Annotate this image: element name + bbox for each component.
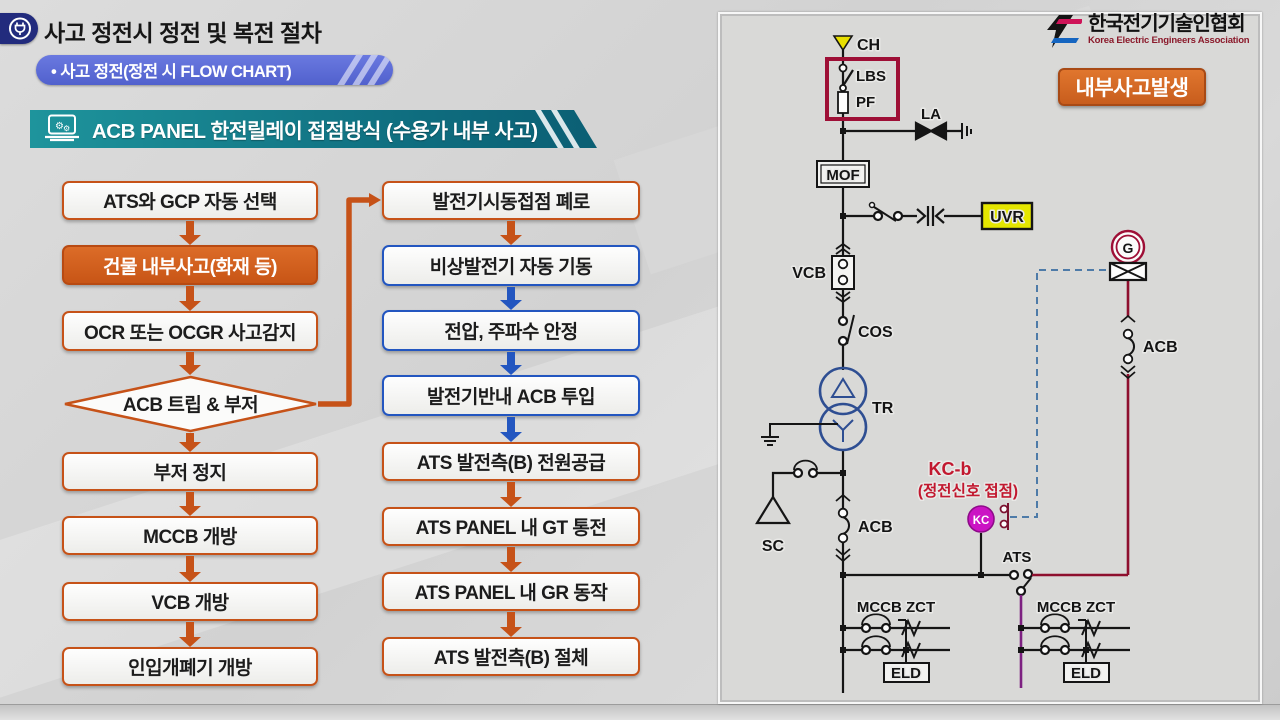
eld-right-box <box>1063 662 1110 683</box>
flow-box-ats-transfer: ATS 발전측(B) 절체 <box>382 637 640 676</box>
eld-left-label: ELD <box>891 665 921 682</box>
la-arrester-branch <box>843 121 972 141</box>
acb-main-symbol <box>835 493 851 563</box>
tr-transformer-symbol <box>818 366 868 452</box>
uvr-branch <box>843 201 1034 231</box>
kcb-desc-label: (정전신호 접점) <box>918 481 1018 500</box>
flow-arrow <box>500 221 522 245</box>
acb-gen-label: ACB <box>1143 339 1178 356</box>
lbs-switch-symbol <box>838 63 854 92</box>
ch-cable-head-symbol <box>832 35 854 52</box>
title-plug-badge <box>0 13 38 44</box>
subtitle-text: • 사고 정전(정전 시 FLOW CHART) <box>51 63 292 81</box>
tr-label: TR <box>872 400 894 417</box>
generator-symbol: G <box>1110 229 1146 265</box>
flow-box-ats-gr: ATS PANEL 내 GR 동작 <box>382 572 640 611</box>
flow-box-buzzer-stop: 부저 정지 <box>62 452 318 491</box>
flow-arrow <box>500 417 522 442</box>
flow-arrow <box>179 556 201 582</box>
flow-arrow <box>179 221 201 245</box>
section-header-text: ACB PANEL 한전릴레이 접점방식 (수용가 내부 사고) <box>92 120 538 143</box>
junction-dots <box>840 128 1089 653</box>
diagram-panel <box>718 12 1262 704</box>
pf-fuse-symbol <box>837 91 849 114</box>
flow-arrow <box>500 352 522 375</box>
flow-box-mccb-open: MCCB 개방 <box>62 516 318 555</box>
flow-arrow <box>500 547 522 572</box>
flow-box-gen-acb-close: 발전기반내 ACB 투입 <box>382 375 640 416</box>
flow-arrow <box>179 352 201 375</box>
section-header-bar: ⚙ ⚙ ACB PANEL 한전릴레이 접점방식 (수용가 내부 사고) <box>30 110 597 148</box>
sc-label: SC <box>762 538 785 555</box>
plug-icon <box>9 17 31 40</box>
svg-text:⚙: ⚙ <box>63 124 70 133</box>
svg-text:⚙: ⚙ <box>55 121 64 132</box>
kcb-contact-symbol <box>999 503 1009 530</box>
flow-box-ats-gt: ATS PANEL 내 GT 통전 <box>382 507 640 546</box>
kc-coil-symbol: KC <box>967 505 995 533</box>
flow-connector <box>318 193 381 407</box>
eld-right-label: ELD <box>1071 665 1101 682</box>
flow-diamond-label: ACB 트립 & 부저 <box>123 394 258 416</box>
lbs-label: LBS <box>856 68 886 85</box>
internal-fault-alert: 내부사고발생 <box>1058 68 1206 106</box>
keea-logo-mark <box>1047 15 1082 48</box>
mccb-zct-right-label: MCCB ZCT <box>1037 599 1115 616</box>
keea-logo: 한국전기기술인협회 Korea Electric Engineers Assoc… <box>1042 13 1250 50</box>
flow-arrow <box>500 287 522 310</box>
flow-box-emergency-gen-start: 비상발전기 자동 기동 <box>382 245 640 286</box>
acb-main-label: ACB <box>858 519 893 536</box>
gen-control-box <box>1108 261 1148 282</box>
flow-box-ats-gcp: ATS와 GCP 자동 선택 <box>62 181 318 220</box>
flow-arrow <box>179 433 201 452</box>
tr-ground <box>761 423 838 446</box>
cos-label: COS <box>858 324 893 341</box>
ats-switch-symbol <box>1008 568 1034 597</box>
flow-arrow <box>500 612 522 637</box>
vcb-label: VCB <box>792 265 826 282</box>
logo-korean-text: 한국전기기술인협회 <box>1088 13 1246 35</box>
flow-box-internal-fault: 건물 내부사고(화재 등) <box>62 245 318 285</box>
flow-arrow <box>179 492 201 516</box>
lbs-pf-box <box>825 57 900 121</box>
gen-label: G <box>1123 240 1134 256</box>
flow-box-vcb-open: VCB 개방 <box>62 582 318 621</box>
sc-branch <box>755 459 843 525</box>
subtitle-pill: • 사고 정전(정전 시 FLOW CHART) <box>36 55 393 85</box>
acb-gen-symbol <box>1120 314 1136 380</box>
right-load-feeders <box>1021 613 1130 683</box>
mccb-zct-left-label: MCCB ZCT <box>857 599 935 616</box>
flow-box-ats-gen-power: ATS 발전측(B) 전원공급 <box>382 442 640 481</box>
flow-arrow <box>179 286 201 311</box>
flow-box-incoming-open: 인입개폐기 개방 <box>62 647 318 686</box>
flow-diamond-acb-trip: ACB 트립 & 부저 <box>64 375 317 433</box>
kc-label: KC <box>973 515 990 527</box>
flow-box-ocr-ocgr: OCR 또는 OCGR 사고감지 <box>62 311 318 351</box>
sc-capacitor-symbol <box>755 494 791 525</box>
mof-label: MOF <box>826 167 859 184</box>
cos-symbol <box>837 314 855 347</box>
flow-box-gen-start-contact: 발전기시동접점 폐로 <box>382 181 640 220</box>
ch-label: CH <box>857 37 880 54</box>
flow-arrow <box>500 482 522 507</box>
uvr-label: UVR <box>990 209 1024 226</box>
single-line-diagram: G KC CH <box>755 35 1179 693</box>
uvr-relay-box <box>980 201 1034 231</box>
flow-box-voltage-freq-stable: 전압, 주파수 안정 <box>382 310 640 351</box>
flow-arrow <box>179 622 201 647</box>
desk-edge <box>0 704 1280 720</box>
generator-feeder-line <box>1032 280 1130 577</box>
eld-left-box <box>883 662 930 683</box>
laptop-gear-icon: ⚙ ⚙ <box>45 114 79 142</box>
logo-english-text: Korea Electric Engineers Association <box>1088 35 1250 46</box>
vcb-symbol <box>831 242 855 304</box>
mof-symbol <box>816 160 870 188</box>
start-signal-dashed-wire <box>1010 269 1110 518</box>
kcb-title-label: KC-b <box>929 459 972 479</box>
pf-label: PF <box>856 94 875 111</box>
page-title: 사고 정전시 정전 및 복전 절차 <box>44 20 322 46</box>
la-label: LA <box>921 106 941 123</box>
ats-label: ATS <box>1003 549 1032 566</box>
left-load-feeders <box>843 613 950 683</box>
